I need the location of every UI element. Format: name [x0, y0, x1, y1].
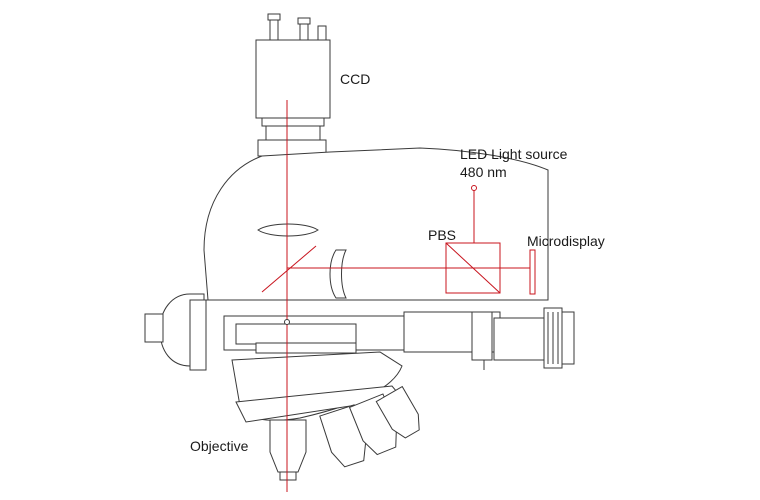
aperture-mark [284, 319, 290, 325]
ccd-label: CCD [340, 71, 371, 87]
pbs-label: PBS [428, 227, 457, 243]
pbs-cube [445, 242, 501, 294]
led-source-dot [471, 185, 477, 191]
microscope-body [202, 147, 549, 301]
objectives [269, 385, 420, 481]
side-port [493, 307, 575, 369]
beam-paths [261, 100, 536, 492]
microdisplay-label: Microdisplay [527, 233, 605, 249]
led-wavelength-label: 480 nm [460, 164, 507, 180]
led-source-label: LED Light source [460, 146, 568, 162]
nosepiece [231, 342, 403, 423]
beam-splitter-mirror [261, 245, 317, 293]
pbs-diagonal [445, 242, 501, 294]
focus-knob [144, 293, 207, 371]
relay-lens [329, 249, 347, 299]
objective-label: Objective [190, 438, 249, 454]
microdisplay-plate [529, 249, 536, 295]
ccd-camera [255, 13, 331, 157]
tube-lens [257, 223, 319, 237]
